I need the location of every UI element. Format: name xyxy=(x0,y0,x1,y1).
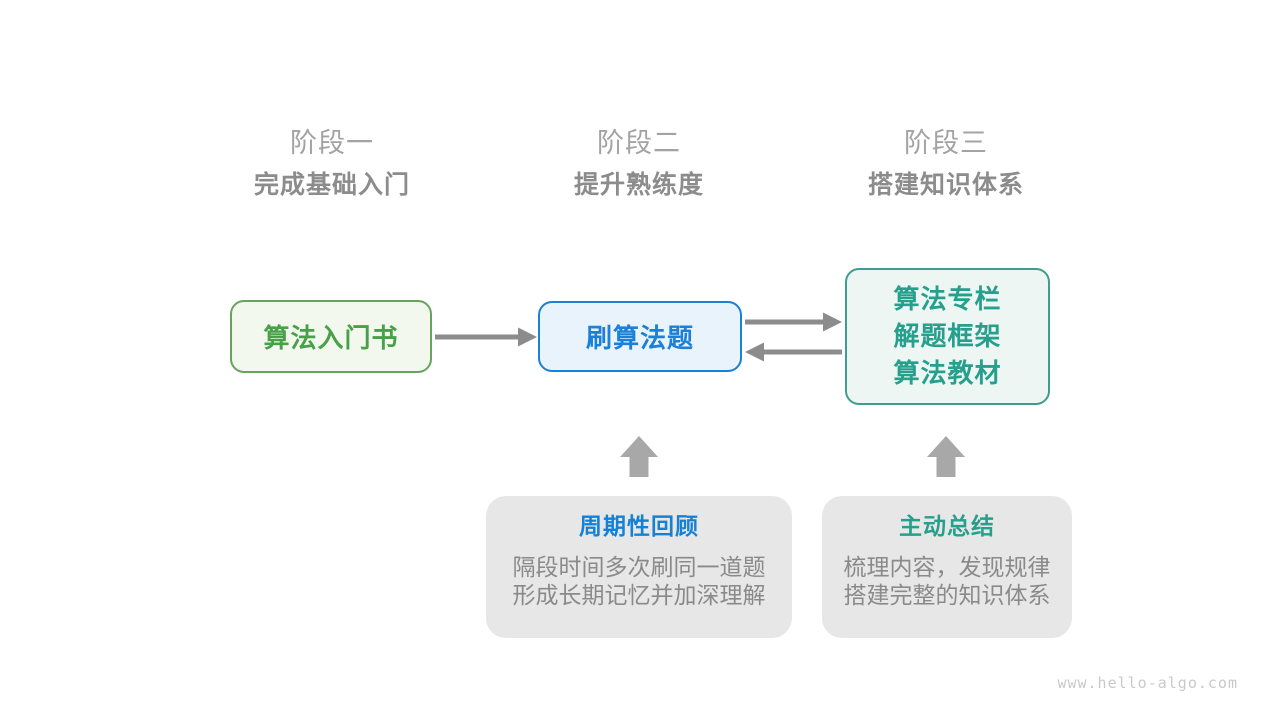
system-line-1: 算法专栏 xyxy=(893,284,1002,314)
arrow-up-summary-to-system xyxy=(927,436,965,477)
stage-3-subtitle: 搭建知识体系 xyxy=(867,171,1024,199)
system-line-2: 解题框架 xyxy=(893,321,1002,351)
active-summary-line-2: 搭建完整的知识体系 xyxy=(843,582,1051,608)
stage-1-header: 阶段一 完成基础入门 xyxy=(212,128,452,199)
practice-node: 刷算法题 xyxy=(538,301,742,372)
arrow-up-review-to-practice xyxy=(620,436,658,477)
periodic-review-line-1: 隔段时间多次刷同一道题 xyxy=(512,554,766,580)
system-line-3: 算法教材 xyxy=(893,358,1002,388)
periodic-review-title: 周期性回顾 xyxy=(579,513,699,539)
periodic-review-note: 周期性回顾 隔段时间多次刷同一道题 形成长期记忆并加深理解 xyxy=(486,496,792,638)
stage-3-header: 阶段三 搭建知识体系 xyxy=(826,128,1066,199)
stage-1-subtitle: 完成基础入门 xyxy=(253,171,410,199)
site-watermark: www.hello-algo.com xyxy=(1057,674,1238,692)
arrow-left-system-to-practice xyxy=(745,342,842,362)
intro-book-node: 算法入门书 xyxy=(230,300,432,373)
active-summary-note: 主动总结 梳理内容，发现规律 搭建完整的知识体系 xyxy=(822,496,1072,638)
intro-book-label: 算法入门书 xyxy=(263,323,399,353)
periodic-review-line-2: 形成长期记忆并加深理解 xyxy=(512,582,766,608)
active-summary-line-1: 梳理内容，发现规律 xyxy=(843,554,1051,580)
stage-3-title: 阶段三 xyxy=(904,128,988,158)
arrow-right-intro-to-practice xyxy=(435,327,537,347)
arrow-right-practice-to-system xyxy=(745,312,842,332)
knowledge-system-node: 算法专栏 解题框架 算法教材 xyxy=(845,268,1050,405)
stage-2-title: 阶段二 xyxy=(597,128,681,158)
active-summary-body: 梳理内容，发现规律 搭建完整的知识体系 xyxy=(844,553,1051,609)
active-summary-title: 主动总结 xyxy=(899,513,995,539)
stage-1-title: 阶段一 xyxy=(290,128,374,158)
stage-2-subtitle: 提升熟练度 xyxy=(573,171,704,199)
practice-label: 刷算法题 xyxy=(585,323,694,353)
periodic-review-body: 隔段时间多次刷同一道题 形成长期记忆并加深理解 xyxy=(513,553,766,609)
stage-2-header: 阶段二 提升熟练度 xyxy=(519,128,759,199)
